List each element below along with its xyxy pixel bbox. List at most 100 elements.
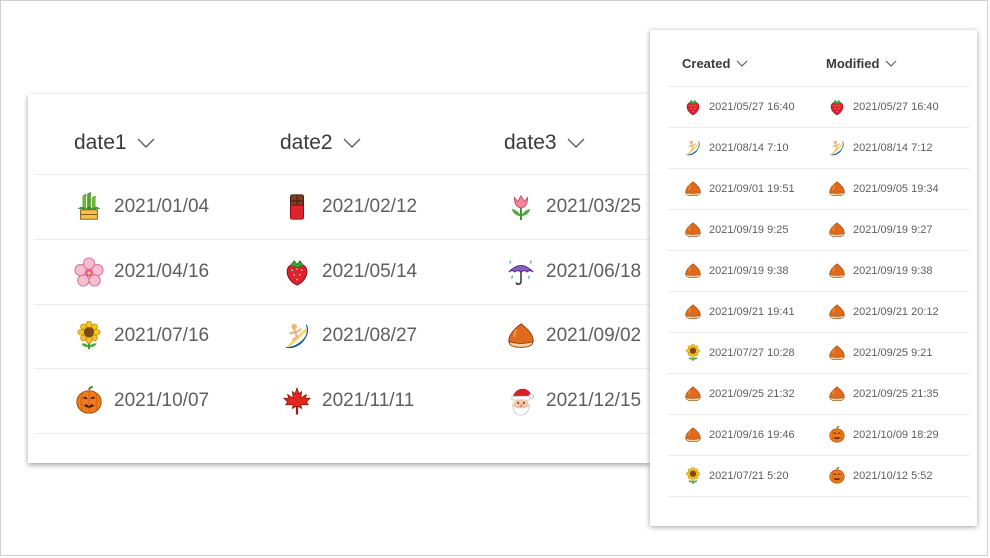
date-cell: 2021/11/11 [282,369,414,433]
date-cell: 2021/09/21 20:12 [828,291,939,332]
date-value: 2021/10/12 5:52 [853,469,933,482]
date-list-header: date1 date2 date3 [34,94,650,175]
jack-o-lantern-icon [74,385,104,416]
date-value: 2021/09/16 19:46 [709,428,795,441]
surfer-icon [828,139,846,157]
table-row[interactable]: 2021/09/16 19:46 2021/10/09 18:29 [668,414,970,456]
date-value: 2021/12/15 [546,389,642,411]
date-value: 2021/05/14 [322,260,418,282]
date-value: 2021/05/27 16:40 [709,100,795,113]
date-value: 2021/06/18 [546,260,642,282]
table-row[interactable]: 2021/05/27 16:40 2021/05/27 16:40 [668,86,970,128]
date-cell: 2021/04/16 [74,240,209,304]
date-cell: 2021/06/18 [506,240,641,304]
date-value: 2021/09/21 20:12 [853,305,939,318]
date-cell: 2021/07/27 10:28 [684,332,795,373]
date-value: 2021/10/07 [114,389,210,411]
table-row[interactable]: 2021/09/21 19:41 2021/09/21 20:12 [668,291,970,333]
date-value: 2021/08/14 7:10 [709,141,789,154]
date-cell: 2021/07/16 [74,304,209,368]
cherry-blossom-icon [74,256,104,287]
column-header-label: date1 [74,131,127,154]
date-value: 2021/08/14 7:12 [853,141,933,154]
sunflower-icon [74,321,104,351]
tulip-icon [506,192,536,222]
date-cell: 2021/09/01 19:51 [684,168,795,209]
date-cell: 2021/03/25 [506,175,641,239]
chestnut-icon [828,344,846,362]
surfer-icon [684,139,702,157]
date-cell: 2021/01/04 [74,175,209,239]
date-cell: 2021/05/27 16:40 [684,86,795,127]
date-cell: 2021/07/21 5:20 [684,455,789,496]
chestnut-icon [684,303,702,321]
strawberry-icon [828,98,846,116]
date-cell: 2021/09/19 9:25 [684,209,789,250]
date-cell: 2021/09/25 21:35 [828,373,939,414]
date-value: 2021/04/16 [114,260,210,282]
table-row[interactable]: 2021/09/19 9:38 2021/09/19 9:38 [668,250,970,292]
date-value: 2021/09/21 19:41 [709,305,795,318]
table-row[interactable]: 2021/10/07 2021/11/11 2021/12/15 [34,369,650,434]
table-row[interactable]: 2021/09/25 21:32 2021/09/25 21:35 [668,373,970,415]
chevron-down-icon [885,60,897,67]
strawberry-icon [684,98,702,116]
date-value: 2021/09/25 21:32 [709,387,795,400]
table-row[interactable]: 2021/07/27 10:28 2021/09/25 9:21 [668,332,970,374]
date-cell: 2021/08/14 7:12 [828,127,933,168]
date-value: 2021/02/12 [322,196,418,217]
date-cell: 2021/09/25 9:21 [828,332,933,373]
date-cell: 2021/12/15 [506,369,641,433]
date-cell: 2021/09/19 9:27 [828,209,933,250]
date-value: 2021/08/27 [322,325,418,346]
date-cell: 2021/05/27 16:40 [828,86,939,127]
date-cell: 2021/09/21 19:41 [684,291,795,332]
table-row[interactable]: 2021/04/16 2021/05/14 2021/06/18 [34,240,650,305]
chevron-down-icon [343,138,361,148]
column-header-label: Modified [826,56,880,71]
santa-icon [506,386,536,416]
column-header-date3[interactable]: date3 [504,131,585,155]
jack-o-lantern-icon [828,425,846,444]
date-value: 2021/07/16 [114,325,210,346]
kadomatsu-icon [74,192,104,222]
umbrella-rain-icon [506,257,536,287]
column-header-date2[interactable]: date2 [280,131,361,155]
table-row[interactable]: 2021/01/04 2021/02/12 2021/03/25 [34,175,650,240]
date-cell: 2021/08/14 7:10 [684,127,789,168]
date-value: 2021/09/19 9:38 [853,264,933,277]
date-value: 2021/09/19 9:25 [709,223,789,236]
column-header-date1[interactable]: date1 [74,131,155,155]
chestnut-icon [828,262,846,280]
table-row[interactable]: 2021/07/21 5:20 2021/10/12 5:52 [668,455,970,497]
column-header-label: Created [682,56,731,71]
table-row[interactable]: 2021/09/01 19:51 2021/09/05 19:34 [668,168,970,210]
jack-o-lantern-icon [828,466,846,485]
column-header-modified[interactable]: Modified [826,56,897,71]
date-cell: 2021/09/19 9:38 [684,250,789,291]
date-value: 2021/09/25 9:21 [853,346,933,359]
date-value: 2021/03/25 [546,196,642,217]
date-value: 2021/09/01 19:51 [709,182,795,195]
date-value: 2021/10/09 18:29 [853,428,939,441]
column-header-label: date3 [504,131,557,154]
date-value: 2021/07/21 5:20 [709,469,789,482]
table-row[interactable]: 2021/09/19 9:25 2021/09/19 9:27 [668,209,970,251]
column-header-created[interactable]: Created [682,56,748,71]
chocolate-bar-icon [282,192,312,222]
date-value: 2021/09/25 21:35 [853,387,939,400]
table-row[interactable]: 2021/08/14 7:10 2021/08/14 7:12 [668,127,970,169]
chestnut-icon [828,221,846,239]
date-cell: 2021/09/05 19:34 [828,168,939,209]
chestnut-icon [684,262,702,280]
maple-leaf-icon [282,386,312,416]
date-cell: 2021/09/25 21:32 [684,373,795,414]
chevron-down-icon [137,138,155,148]
sunflower-icon [684,466,702,485]
date-value: 2021/11/11 [322,389,415,411]
column-header-label: date2 [280,131,333,154]
date-cell: 2021/08/27 [282,304,417,368]
